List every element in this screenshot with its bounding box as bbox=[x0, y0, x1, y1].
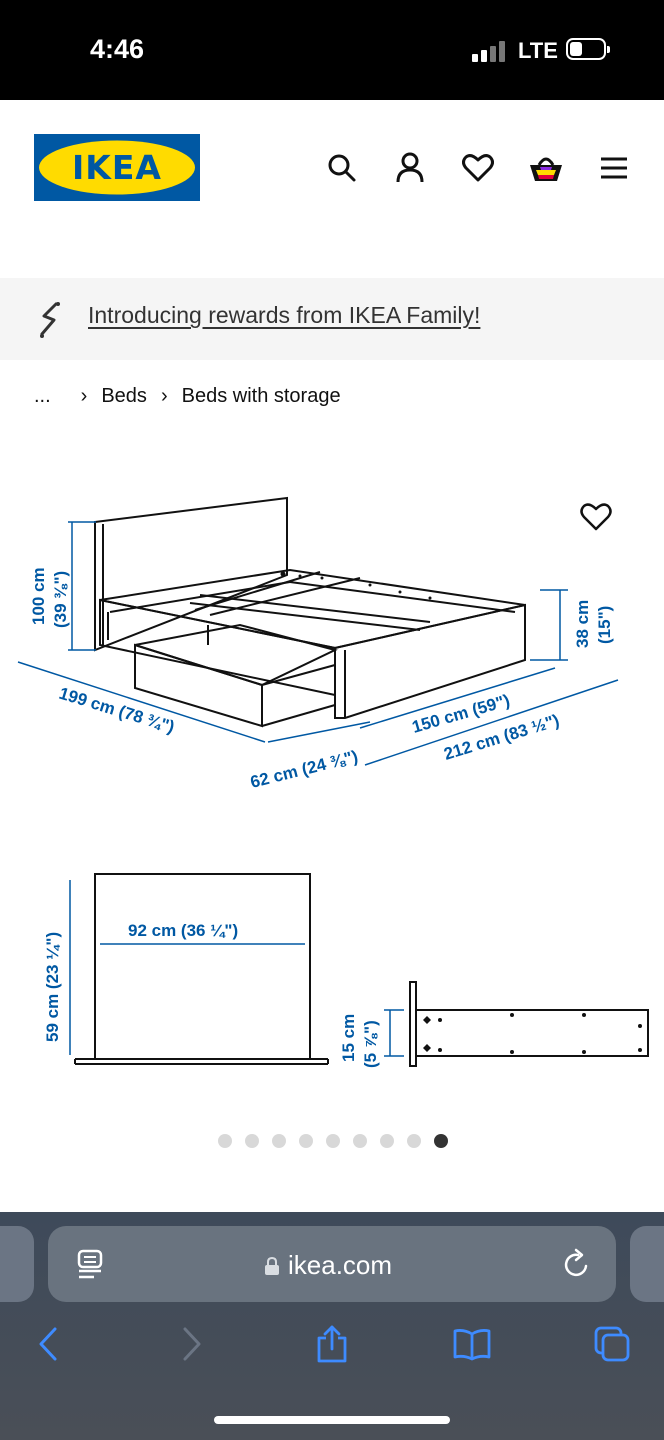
previous-tab[interactable] bbox=[0, 1226, 34, 1302]
menu-icon[interactable] bbox=[594, 148, 634, 188]
dim-drawer-width-label: 92 cm (36 ¼") bbox=[128, 921, 238, 940]
lock-icon bbox=[264, 1256, 280, 1276]
forward-icon[interactable] bbox=[172, 1322, 212, 1366]
status-bar: 4:46 LTE bbox=[0, 0, 664, 100]
carousel-dot[interactable] bbox=[272, 1134, 286, 1148]
browser-toolbar bbox=[0, 1322, 664, 1372]
address-bar[interactable]: ikea.com bbox=[48, 1226, 616, 1302]
search-icon[interactable] bbox=[322, 148, 362, 188]
product-dimension-image[interactable]: 100 cm (39 ⅜") 199 cm (78 ¾") 62 cm (24 … bbox=[0, 440, 664, 1120]
chevron-right-icon: › bbox=[80, 384, 88, 407]
share-icon[interactable] bbox=[312, 1322, 352, 1366]
link-chain-icon bbox=[36, 300, 68, 340]
breadcrumb: ... › Beds › Beds with storage bbox=[34, 382, 341, 410]
carousel-dot[interactable] bbox=[434, 1134, 448, 1148]
carousel-dot[interactable] bbox=[245, 1134, 259, 1148]
dim-drawer-side-height-in-label: (5 ⅞") bbox=[361, 1020, 380, 1068]
tabs-icon[interactable] bbox=[592, 1322, 632, 1366]
breadcrumb-beds-with-storage[interactable]: Beds with storage bbox=[181, 384, 341, 407]
dim-drawer-depth-label: 62 cm (24 ⅜") bbox=[248, 747, 359, 792]
basket-icon[interactable] bbox=[526, 148, 566, 188]
carousel-dot[interactable] bbox=[353, 1134, 367, 1148]
dim-height-label: 100 cm bbox=[29, 567, 48, 625]
account-icon[interactable] bbox=[390, 148, 430, 188]
battery-icon bbox=[566, 38, 610, 60]
status-time: 4:46 bbox=[90, 34, 145, 64]
carousel-dot[interactable] bbox=[299, 1134, 313, 1148]
carousel-dot[interactable] bbox=[326, 1134, 340, 1148]
dim-side-height-label: 38 cm bbox=[573, 600, 592, 648]
url-text[interactable]: ikea.com bbox=[288, 1250, 393, 1280]
carousel-dot[interactable] bbox=[407, 1134, 421, 1148]
chevron-right-icon: › bbox=[160, 384, 168, 407]
site-header: IKEA bbox=[0, 100, 664, 278]
dim-length-label: 199 cm (78 ¾") bbox=[57, 684, 177, 737]
signal-icon bbox=[472, 40, 506, 62]
breadcrumb-beds[interactable]: Beds bbox=[101, 384, 147, 407]
dim-drawer-height-label: 59 cm (23 ¼") bbox=[43, 932, 62, 1042]
next-tab[interactable] bbox=[630, 1226, 664, 1302]
promo-banner: Introducing rewards from IKEA Family! bbox=[0, 278, 664, 360]
bookmarks-icon[interactable] bbox=[452, 1322, 492, 1366]
rewards-link[interactable]: Introducing rewards from IKEA Family! bbox=[88, 302, 481, 328]
reload-icon[interactable] bbox=[562, 1248, 592, 1280]
favorite-heart-icon[interactable] bbox=[580, 502, 612, 534]
home-indicator bbox=[214, 1416, 450, 1424]
dim-side-height-in-label: (15") bbox=[595, 606, 614, 644]
carousel-dots[interactable] bbox=[218, 1134, 448, 1148]
browser-chrome: ikea.com bbox=[0, 1212, 664, 1440]
heart-icon[interactable] bbox=[458, 148, 498, 188]
dim-height-in-label: (39 ⅜") bbox=[51, 571, 70, 628]
breadcrumb-ellipsis[interactable]: ... bbox=[34, 384, 51, 407]
dim-drawer-side-height-label: 15 cm bbox=[339, 1014, 358, 1062]
carousel-dot[interactable] bbox=[218, 1134, 232, 1148]
reader-icon[interactable] bbox=[76, 1248, 104, 1280]
carousel-dot[interactable] bbox=[380, 1134, 394, 1148]
logo-text: IKEA bbox=[72, 148, 162, 187]
back-icon[interactable] bbox=[28, 1322, 68, 1366]
ikea-logo[interactable]: IKEA bbox=[34, 134, 200, 201]
network-type: LTE bbox=[518, 38, 558, 63]
